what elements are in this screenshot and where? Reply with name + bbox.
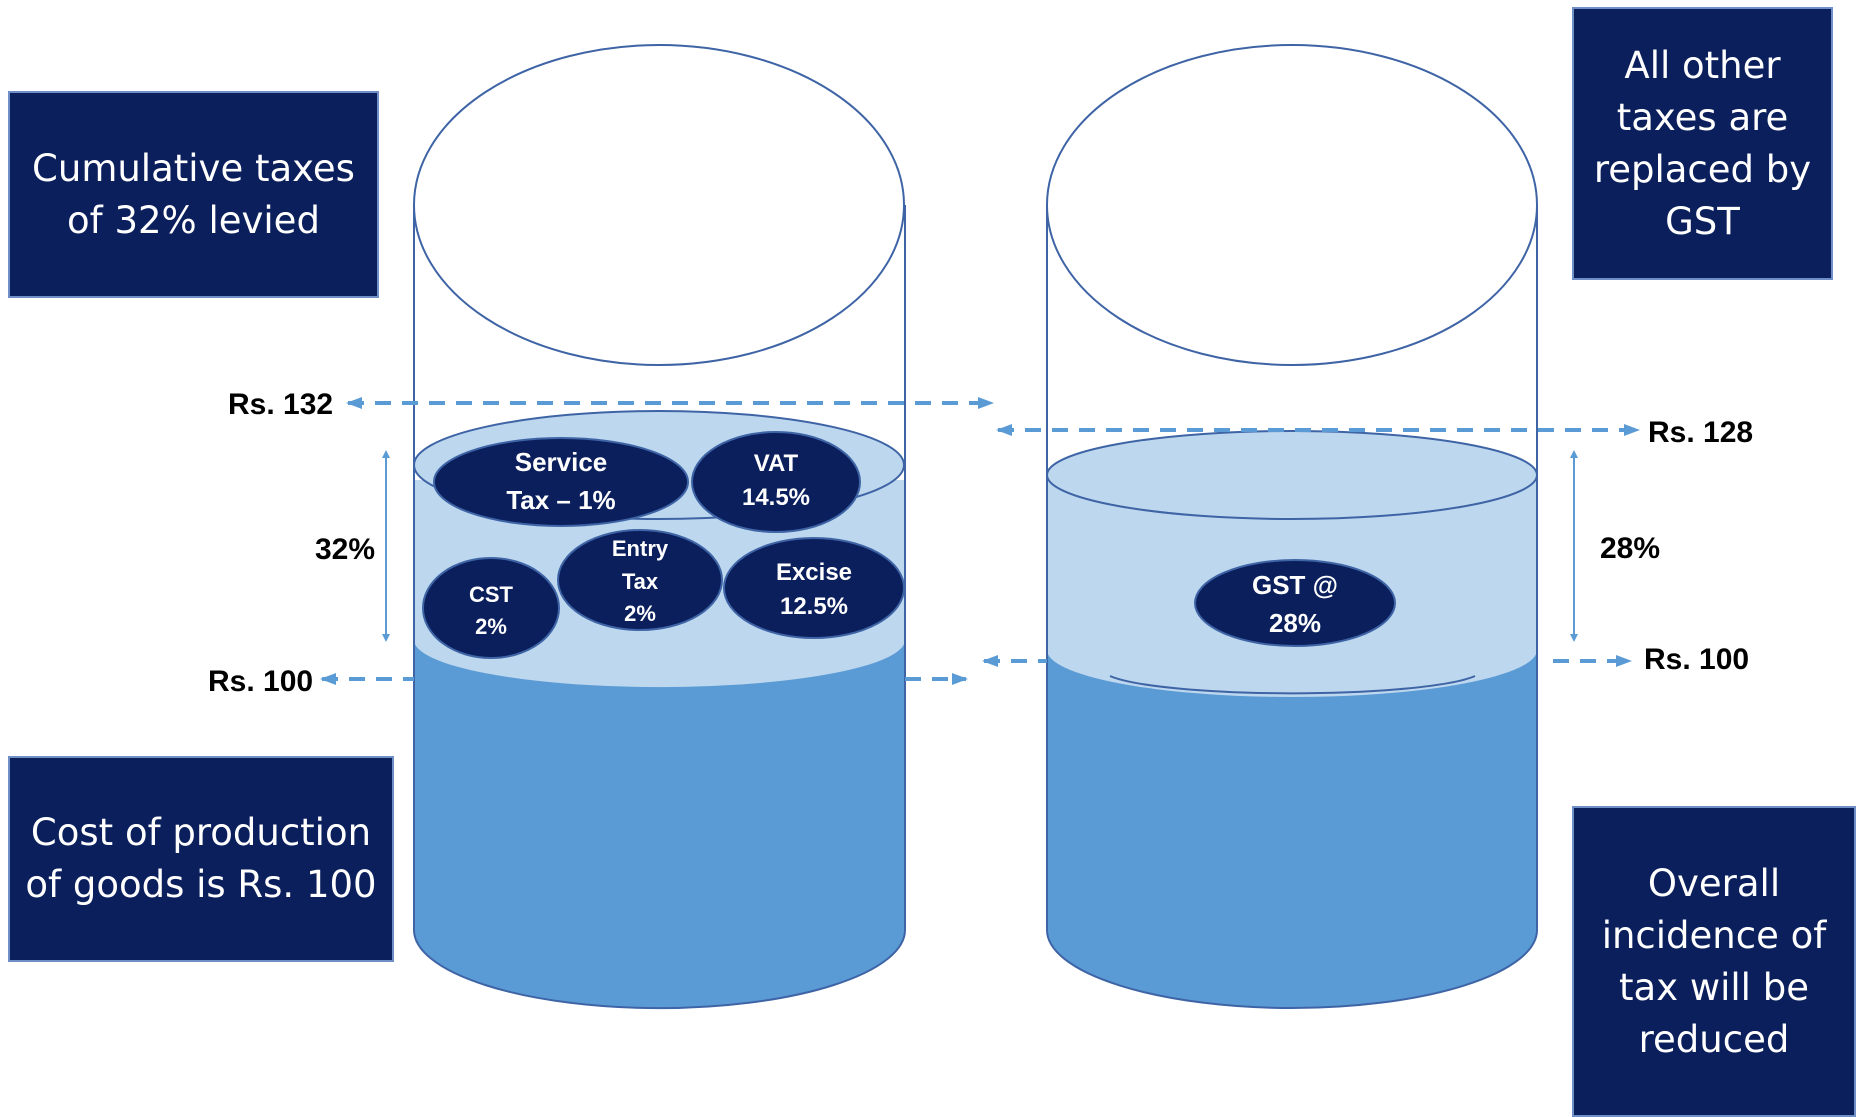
tax-bubble-gst: GST @ 28%	[1194, 559, 1396, 647]
service-line-2: Tax – 1%	[506, 485, 615, 515]
tax-bubble-vat: VAT 14.5%	[691, 431, 861, 533]
vat-line-1: VAT	[754, 450, 799, 477]
right-cylinder	[1046, 44, 1538, 1009]
cost-of-production-box: Cost of production of goods is Rs. 100	[8, 756, 394, 962]
cst-line-1: CST	[469, 582, 514, 607]
entry-line-1: Entry	[612, 536, 669, 561]
vat-line-2: 14.5%	[742, 484, 810, 511]
replaced-by-gst-box: All other taxes are replaced by GST	[1572, 7, 1833, 280]
right-cylinder-top	[1046, 44, 1538, 366]
left-cylinder	[413, 44, 906, 1010]
label-right-percent: 28%	[1600, 532, 1660, 565]
excise-line-1: Excise	[776, 559, 852, 586]
tax-bubble-entry: Entry Tax 2%	[557, 529, 723, 631]
right-cost-liquid	[1047, 650, 1537, 1008]
right-liquid-surface	[1046, 430, 1538, 520]
tax-bubble-cst: CST 2%	[422, 557, 560, 659]
label-rs100-left: Rs. 100	[208, 665, 313, 698]
label-rs100-right: Rs. 100	[1644, 643, 1749, 676]
cst-line-2: 2%	[475, 614, 507, 639]
label-rs132: Rs. 132	[228, 388, 333, 421]
gst-line-2: 28%	[1269, 608, 1321, 638]
tax-bubble-service: Service Tax – 1%	[433, 437, 689, 527]
left-cost-liquid	[414, 640, 905, 1009]
label-left-percent: 32%	[315, 533, 375, 566]
entry-line-2: Tax	[622, 569, 659, 594]
cumulative-taxes-box: Cumulative taxes of 32% levied	[8, 91, 379, 298]
service-line-1: Service	[515, 447, 608, 477]
overall-incidence-box: Overall incidence of tax will be reduced	[1572, 806, 1856, 1117]
level-lines	[320, 397, 1640, 685]
entry-line-3: 2%	[624, 601, 656, 626]
label-rs128: Rs. 128	[1648, 416, 1753, 449]
excise-line-2: 12.5%	[780, 593, 848, 620]
gst-line-1: GST @	[1252, 570, 1338, 600]
tax-bubble-excise: Excise 12.5%	[723, 537, 905, 639]
left-cylinder-top	[413, 44, 905, 366]
